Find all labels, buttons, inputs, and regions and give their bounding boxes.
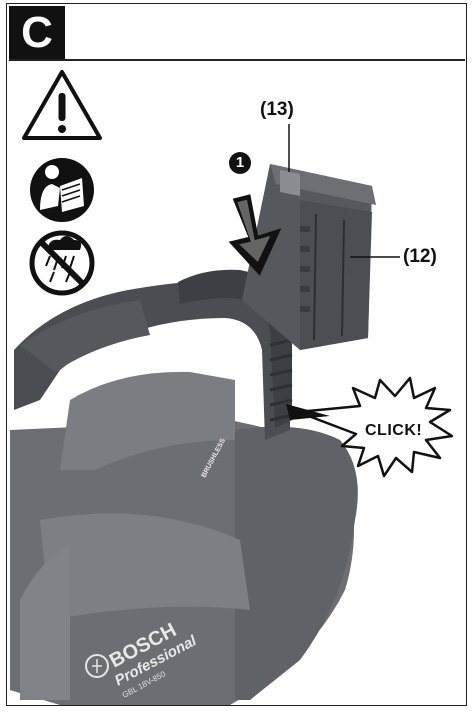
read-manual-icon [30,158,94,222]
warning-triangle-icon [22,70,102,140]
insert-arrow-icon [228,194,282,276]
blower-tool [10,269,358,705]
header-rule [9,59,465,61]
step-number-badge: 1 [229,152,251,174]
click-label: CLICK! [365,422,423,439]
callout-13: (13) [260,99,294,120]
section-label: C [9,6,65,60]
callout-12: (12) [403,246,437,267]
battery-pack [242,124,376,350]
no-rain-icon [29,230,95,296]
click-burst-icon [286,376,454,478]
